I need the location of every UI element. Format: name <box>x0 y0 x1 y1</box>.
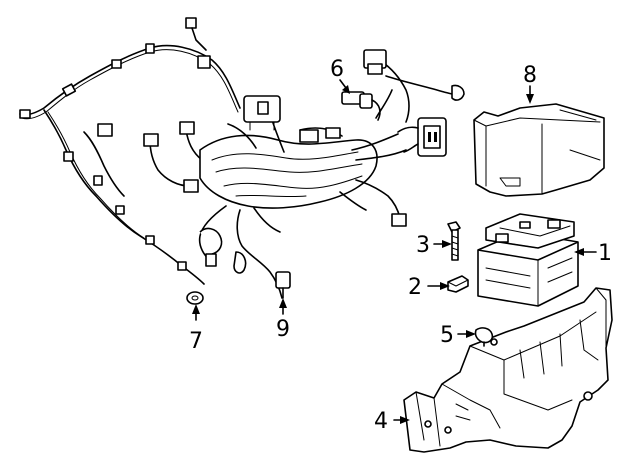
wiring-harness <box>19 17 465 299</box>
callout-2: 2 <box>408 275 450 300</box>
harness-lead-connector-part <box>275 271 291 299</box>
grommet-part <box>186 291 204 305</box>
bolt-part <box>447 221 461 261</box>
battery-part <box>477 213 579 307</box>
callout-1: 1 <box>574 241 612 266</box>
callout-7-number: 7 <box>189 329 203 354</box>
callout-8-number: 8 <box>523 63 537 88</box>
callout-3-number: 3 <box>416 233 430 258</box>
battery-tray-part <box>403 287 613 453</box>
callout-6-number: 6 <box>330 57 344 82</box>
harness-connector-part <box>341 91 381 121</box>
callout-6: 6 <box>330 57 350 94</box>
callout-1-number: 1 <box>598 241 612 266</box>
callout-7: 7 <box>189 304 203 354</box>
callout-8: 8 <box>523 63 537 104</box>
callout-9-number: 9 <box>276 317 290 342</box>
callout-5: 5 <box>440 323 476 348</box>
battery-cover-part <box>473 103 605 197</box>
callout-3: 3 <box>416 233 452 258</box>
callout-9: 9 <box>276 298 290 342</box>
sensor-part <box>474 327 498 347</box>
callout-4-number: 4 <box>374 409 388 434</box>
callout-2-number: 2 <box>408 275 422 300</box>
terminal-clip-part <box>447 275 469 293</box>
callout-4: 4 <box>374 409 410 434</box>
callout-5-number: 5 <box>440 323 454 348</box>
